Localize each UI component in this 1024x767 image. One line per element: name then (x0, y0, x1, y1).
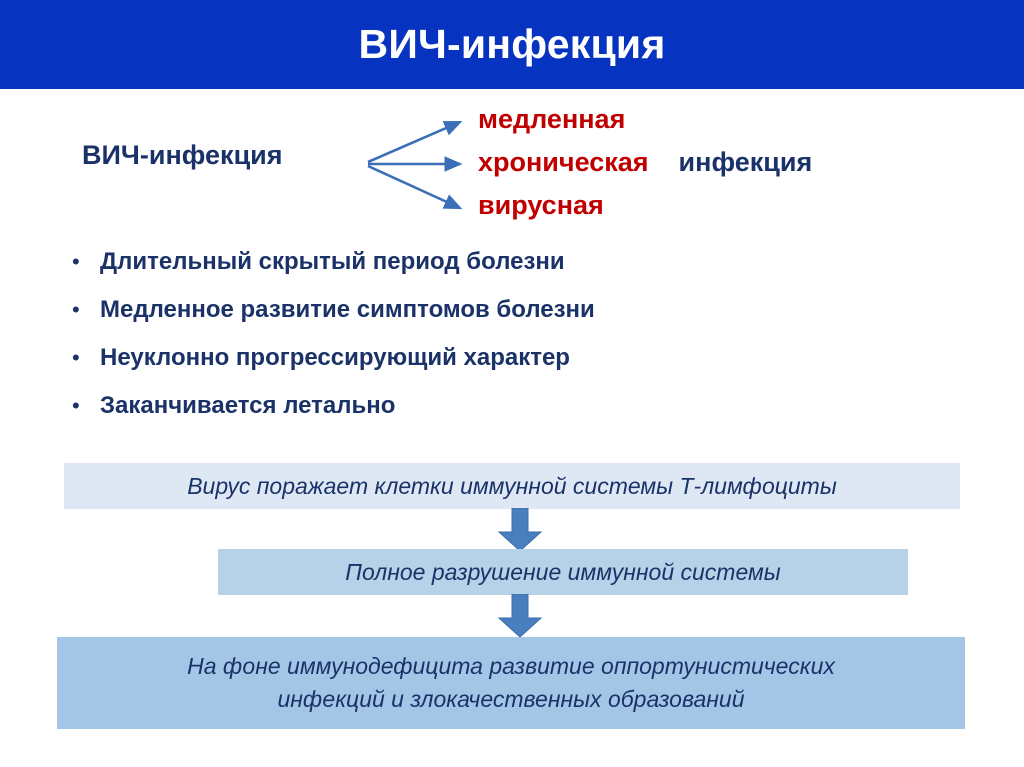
list-item: • Длительный скрытый период болезни (72, 248, 832, 296)
bullet-marker-icon: • (72, 249, 80, 274)
fan-branch-label-slow: медленная (478, 104, 626, 134)
bullet-marker-icon: • (72, 297, 80, 322)
flow-step-text-1: Вирус поражает клетки иммунной системы Т… (187, 472, 837, 499)
bullet-label-3: Неуклонно прогрессирующий характер (100, 344, 570, 371)
fan-arrow-lower (367, 164, 463, 210)
list-item: • Неуклонно прогрессирующий характер (72, 344, 832, 392)
bullet-label-4: Заканчивается летально (100, 392, 396, 419)
fan-arrow-upper (367, 120, 463, 164)
down-arrow-icon-2 (497, 594, 543, 638)
list-item: • Медленное развитие симптомов болезни (72, 296, 832, 344)
slide-title-banner: ВИЧ-инфекция (0, 0, 1024, 89)
flow-step-box-2: Полное разрушение иммунной системы (218, 549, 908, 595)
bullet-marker-icon: • (72, 345, 80, 370)
list-item: • Заканчивается летально (72, 392, 832, 440)
fan-branch-label-chronic: хроническая (478, 147, 649, 177)
fan-source-label: ВИЧ-инфекция (82, 140, 283, 170)
fan-arrows-group (367, 120, 463, 210)
fan-branch-row-3: вирусная (478, 184, 998, 227)
down-arrow-icon-1 (497, 508, 543, 552)
flow-step-text-3-wrapper: На фоне иммунодефицита развитие оппортун… (187, 650, 835, 717)
flow-step-box-3: На фоне иммунодефицита развитие оппортун… (57, 637, 965, 729)
bullet-label-2: Медленное развитие симптомов болезни (100, 296, 595, 323)
fan-branch-row-1: медленная (478, 98, 998, 141)
fan-suffix-label: инфекция (678, 147, 813, 177)
flow-step-text-3-line-2: инфекций и злокачественных образований (277, 686, 745, 712)
flow-step-text-3-line-1: На фоне иммунодефицита развитие оппортун… (187, 652, 835, 679)
fan-diagram: ВИЧ-инфекция медленная хроническая инфек… (0, 92, 1024, 237)
bullet-marker-icon: • (72, 393, 80, 418)
flow-step-text-2: Полное разрушение иммунной системы (345, 558, 781, 585)
bullet-label-1: Длительный скрытый период болезни (100, 248, 565, 275)
fan-branch-label-viral: вирусная (478, 190, 604, 220)
fan-branch-row-2: хроническая инфекция (478, 141, 998, 184)
flow-step-box-1: Вирус поражает клетки иммунной системы Т… (64, 463, 960, 509)
fan-branch-list: медленная хроническая инфекция вирусная (478, 98, 998, 227)
page-title: ВИЧ-инфекция (358, 21, 666, 67)
bullet-list: • Длительный скрытый период болезни • Ме… (72, 248, 832, 440)
